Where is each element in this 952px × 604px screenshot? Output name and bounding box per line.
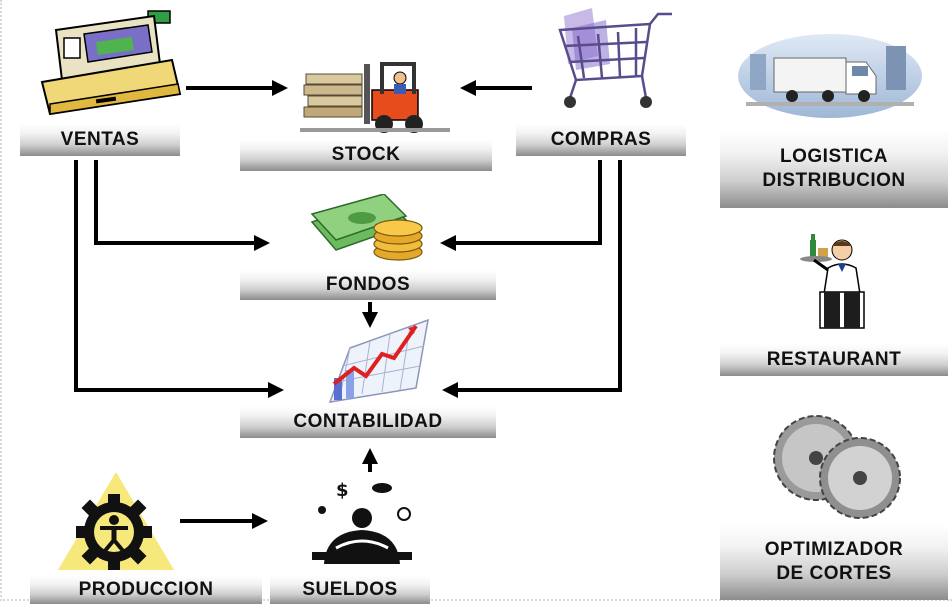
edge-compras-contabilidad: [442, 160, 622, 398]
shopping-cart-icon: [546, 6, 676, 118]
worker-icon: $: [306, 474, 416, 566]
money-coins-icon: [306, 194, 432, 266]
edge-compras-fondos: [440, 160, 602, 251]
node-ventas: VENTAS: [20, 124, 180, 156]
gear-icon: [56, 470, 176, 572]
truck-icon: [736, 32, 924, 120]
node-optimizador-de-cortes: OPTIMIZADOR DE CORTES: [720, 524, 948, 600]
saw-blade-icon: [760, 412, 910, 520]
node-fondos: FONDOS: [240, 270, 496, 300]
node-stock: STOCK: [240, 139, 492, 171]
svg-text:$: $: [336, 480, 349, 501]
node-produccion: PRODUCCION: [30, 576, 262, 604]
node-restaurant: RESTAURANT: [720, 344, 948, 376]
growth-chart-icon: [320, 318, 436, 406]
edge-ventas-contabilidad: [74, 160, 284, 398]
node-logistica-distribucion: LOGISTICA DISTRIBUCION: [720, 130, 948, 208]
edge-ventas-fondos: [94, 160, 270, 251]
cash-register-icon: [36, 8, 186, 120]
forklift-icon: [300, 54, 450, 136]
node-sueldos: SUELDOS: [270, 576, 430, 604]
node-compras: COMPRAS: [516, 124, 686, 156]
node-contabilidad: CONTABILIDAD: [240, 406, 496, 438]
waiter-icon: [790, 232, 870, 332]
